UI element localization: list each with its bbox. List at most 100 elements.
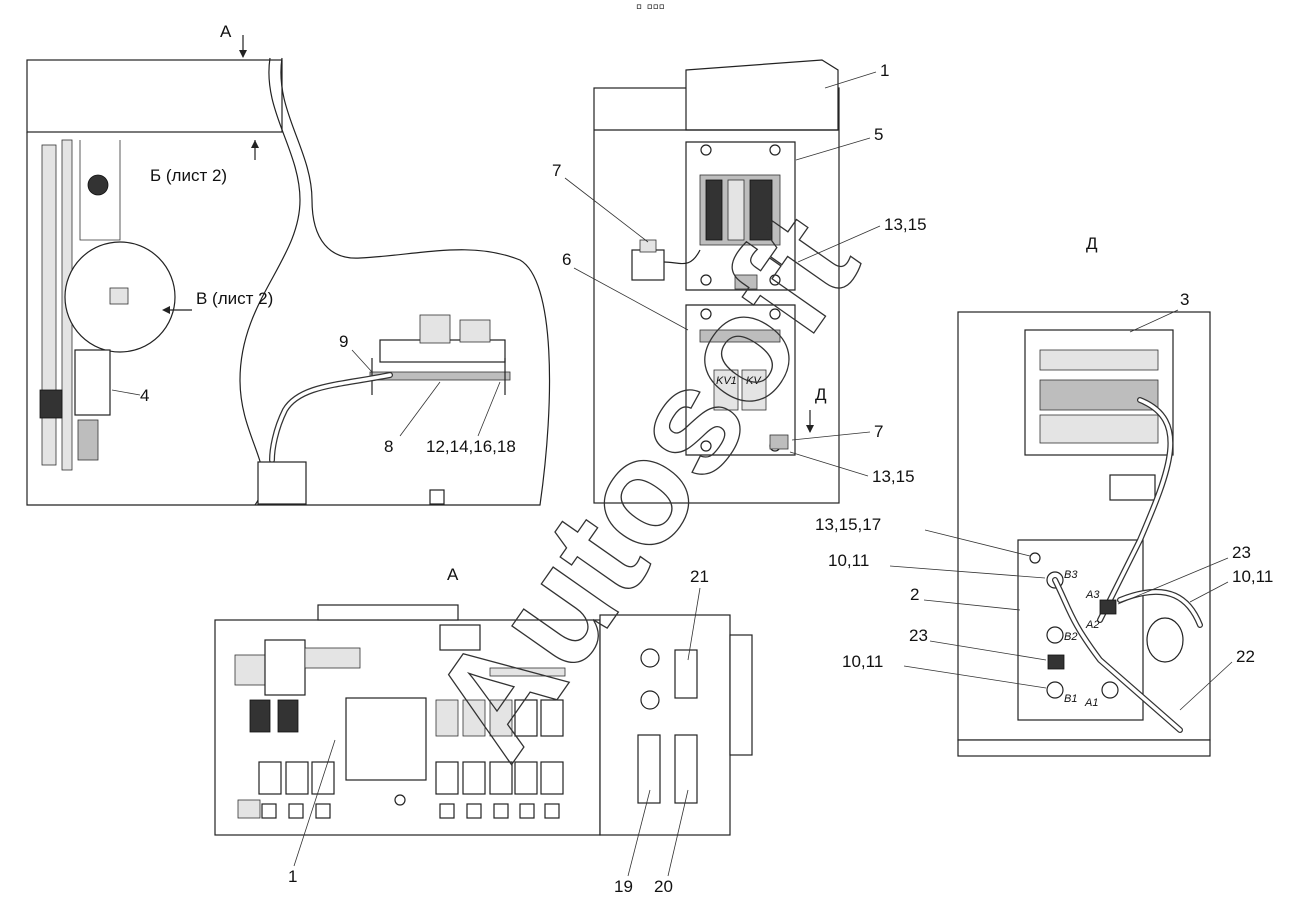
switch-row-top bbox=[435, 699, 564, 737]
leader-1-top bbox=[824, 71, 877, 89]
label-a3: А3 bbox=[1085, 589, 1100, 601]
round-part bbox=[439, 624, 481, 651]
callout-7-top: 7 bbox=[552, 161, 561, 180]
callout-12-14-16-18: 12,14,16,18 bbox=[426, 437, 516, 456]
leader-2 bbox=[923, 599, 1021, 611]
relay-kv bbox=[741, 369, 767, 411]
right-view: Д 3 В3 А3 В2 А2 В1 А1 13,15,17 10,11 bbox=[815, 234, 1273, 757]
connector-left bbox=[39, 389, 63, 419]
cabin-cover bbox=[26, 59, 283, 133]
ferrite-23-top bbox=[1099, 599, 1117, 615]
callout-10-11-right: 10,11 bbox=[1232, 567, 1273, 586]
terminal-13 bbox=[734, 274, 758, 290]
leader-13-lower bbox=[789, 451, 869, 477]
wall-outline bbox=[26, 132, 240, 506]
side-bracket bbox=[729, 634, 753, 756]
wire-7 bbox=[663, 249, 701, 265]
side-panel bbox=[599, 614, 731, 836]
screw-6 bbox=[769, 308, 781, 320]
leader-21 bbox=[687, 587, 701, 661]
plug-lower bbox=[77, 419, 99, 461]
leader-23-top bbox=[1117, 557, 1229, 605]
leader-10-11-top bbox=[889, 565, 1046, 579]
screw-5 bbox=[700, 308, 712, 320]
keypad-right bbox=[277, 699, 299, 733]
label-b1: В1 bbox=[1064, 693, 1077, 705]
callout-22: 22 bbox=[1236, 647, 1255, 666]
block-3-low bbox=[1039, 414, 1159, 444]
cabinet-cover-1 bbox=[685, 59, 839, 131]
keypad-left bbox=[249, 699, 271, 733]
connector-block bbox=[419, 314, 451, 344]
ref-b-label: Б (лист 2) bbox=[150, 166, 227, 185]
switch-block bbox=[234, 654, 271, 686]
relay-kv-label: KV bbox=[746, 375, 762, 387]
callout-10-11-bottom: 10,11 bbox=[842, 652, 883, 671]
callout-3: 3 bbox=[1180, 290, 1189, 309]
box-part-4 bbox=[74, 349, 111, 416]
harness-left-inner bbox=[270, 373, 392, 462]
ref-b-arrow-head bbox=[251, 140, 259, 148]
view-d-title: Д bbox=[1086, 234, 1098, 253]
label-a1: А1 bbox=[1084, 697, 1098, 709]
label-b2: В2 bbox=[1064, 631, 1077, 643]
column-switch bbox=[264, 639, 306, 696]
leader-12 bbox=[477, 381, 501, 437]
break-line-2 bbox=[240, 57, 551, 506]
mounting-bolt bbox=[87, 174, 109, 196]
arrow-d-head bbox=[806, 425, 814, 433]
leader-9 bbox=[351, 349, 373, 373]
callout-13-15-top: 13,15 bbox=[884, 215, 927, 234]
fuse-row-1 bbox=[705, 179, 723, 241]
block-3-top bbox=[1039, 349, 1159, 371]
callout-23-top: 23 bbox=[1232, 543, 1251, 562]
screw-1 bbox=[700, 144, 712, 156]
center-bolt bbox=[394, 794, 406, 806]
leader-1-bottom bbox=[293, 739, 336, 867]
hex-nut bbox=[109, 287, 129, 305]
arrow-d-label: Д bbox=[815, 385, 827, 404]
center-view: 1 5 7 13,15 KV1 KV 6 Д bbox=[552, 59, 927, 504]
display-window bbox=[345, 697, 427, 781]
leader-7-lower bbox=[791, 431, 871, 441]
label-b3: В3 bbox=[1064, 569, 1078, 581]
leader-7-top bbox=[564, 177, 649, 243]
terminal-b2 bbox=[1046, 626, 1064, 644]
leader-10-11-bottom bbox=[903, 665, 1047, 689]
ref-v-label: В (лист 2) bbox=[196, 289, 273, 308]
leader-19 bbox=[627, 789, 651, 877]
leader-20 bbox=[667, 789, 689, 877]
callout-21: 21 bbox=[690, 567, 709, 586]
terminal-b1 bbox=[1046, 681, 1064, 699]
callout-9: 9 bbox=[339, 332, 348, 351]
block-3-mid bbox=[1039, 379, 1159, 411]
bottom-clip bbox=[429, 489, 445, 505]
relay-kv1 bbox=[713, 369, 739, 411]
callout-1-top: 1 bbox=[880, 61, 889, 80]
callout-10-11-top: 10,11 bbox=[828, 551, 869, 570]
view-a-title: А bbox=[447, 565, 459, 584]
leader-10-11-right bbox=[1189, 581, 1229, 603]
screw-13 bbox=[1029, 552, 1041, 564]
mount-block bbox=[257, 461, 307, 505]
grommet bbox=[1146, 617, 1184, 663]
rod bbox=[489, 667, 566, 677]
callout-6: 6 bbox=[562, 250, 571, 269]
leader-5 bbox=[795, 137, 871, 161]
window bbox=[1109, 474, 1156, 501]
left-view: А Б (лист 2) В (лист 2) 4 bbox=[26, 22, 551, 506]
connector-7 bbox=[631, 249, 665, 281]
callout-20: 20 bbox=[654, 877, 673, 896]
callout-7-lower: 7 bbox=[874, 422, 883, 441]
callout-8: 8 bbox=[384, 437, 393, 456]
leader-6 bbox=[573, 267, 689, 331]
screw-7 bbox=[700, 440, 712, 452]
lever bbox=[304, 647, 361, 669]
leader-3 bbox=[1129, 309, 1179, 333]
leader-22 bbox=[1179, 661, 1233, 711]
leader-13-15-17 bbox=[924, 529, 1031, 557]
connector-7-lower bbox=[769, 434, 789, 450]
leader-13-top bbox=[797, 225, 881, 263]
view-arrow-a-head bbox=[239, 50, 247, 58]
